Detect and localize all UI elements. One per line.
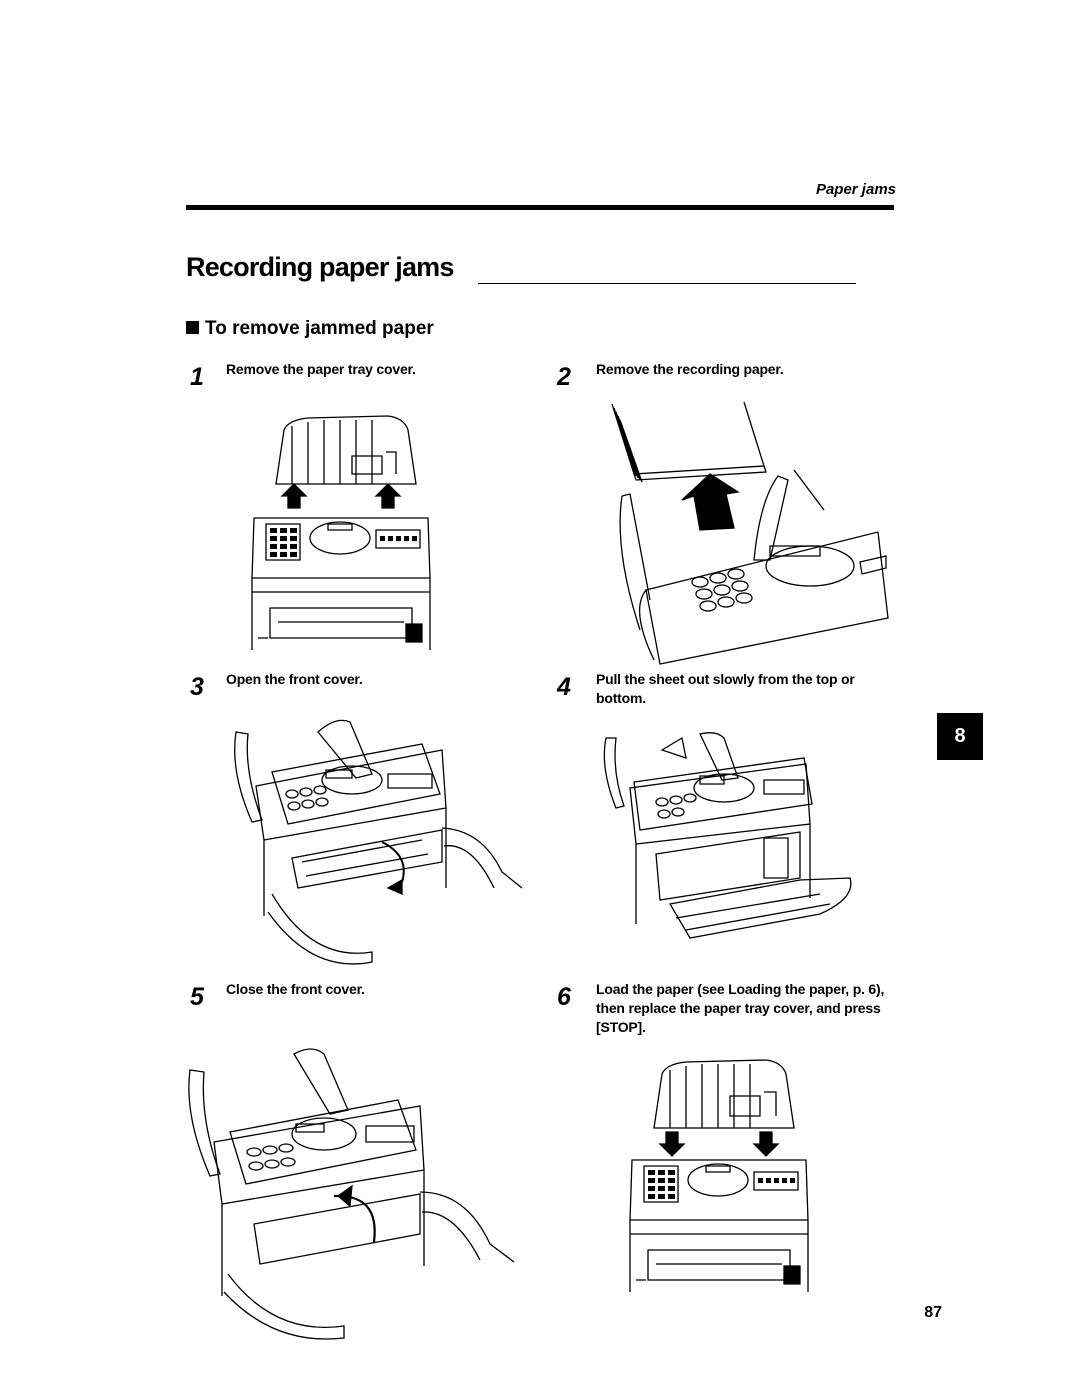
page-number: 87 [924, 1304, 942, 1321]
step-text: Close the front cover. [226, 981, 365, 997]
step-text: Open the front cover. [226, 671, 363, 687]
step-text: Remove the recording paper. [596, 361, 784, 377]
fax-pull-sheet-illustration [600, 728, 856, 954]
page-title: Recording paper jams [186, 252, 454, 282]
subheading-text: To remove jammed paper [205, 318, 434, 339]
step-number: 1 [190, 363, 204, 391]
step-number: 3 [190, 673, 204, 701]
square-bullet-icon [186, 321, 199, 334]
fax-remove-tray-cover-illustration [248, 412, 434, 650]
step-text: Load the paper (see Loading the paper, p… [596, 981, 885, 1035]
step-number: 6 [557, 983, 571, 1011]
step-number: 4 [557, 673, 571, 701]
step-text: Remove the paper tray cover. [226, 361, 416, 377]
running-header: Paper jams [815, 181, 896, 198]
fax-close-front-cover-illustration [184, 1046, 516, 1344]
chapter-tab: 8 [937, 713, 983, 760]
step-number: 2 [557, 363, 571, 391]
section-subheading: To remove jammed paper [186, 318, 434, 340]
header-rule [186, 205, 894, 210]
step-number: 5 [190, 983, 204, 1011]
fax-remove-recording-paper-illustration [610, 400, 888, 668]
title-rule [478, 283, 856, 284]
step-text: Pull the sheet out slowly from the top o… [596, 671, 855, 706]
fax-open-front-cover-illustration [232, 712, 522, 972]
fax-replace-tray-cover-illustration [626, 1056, 812, 1292]
